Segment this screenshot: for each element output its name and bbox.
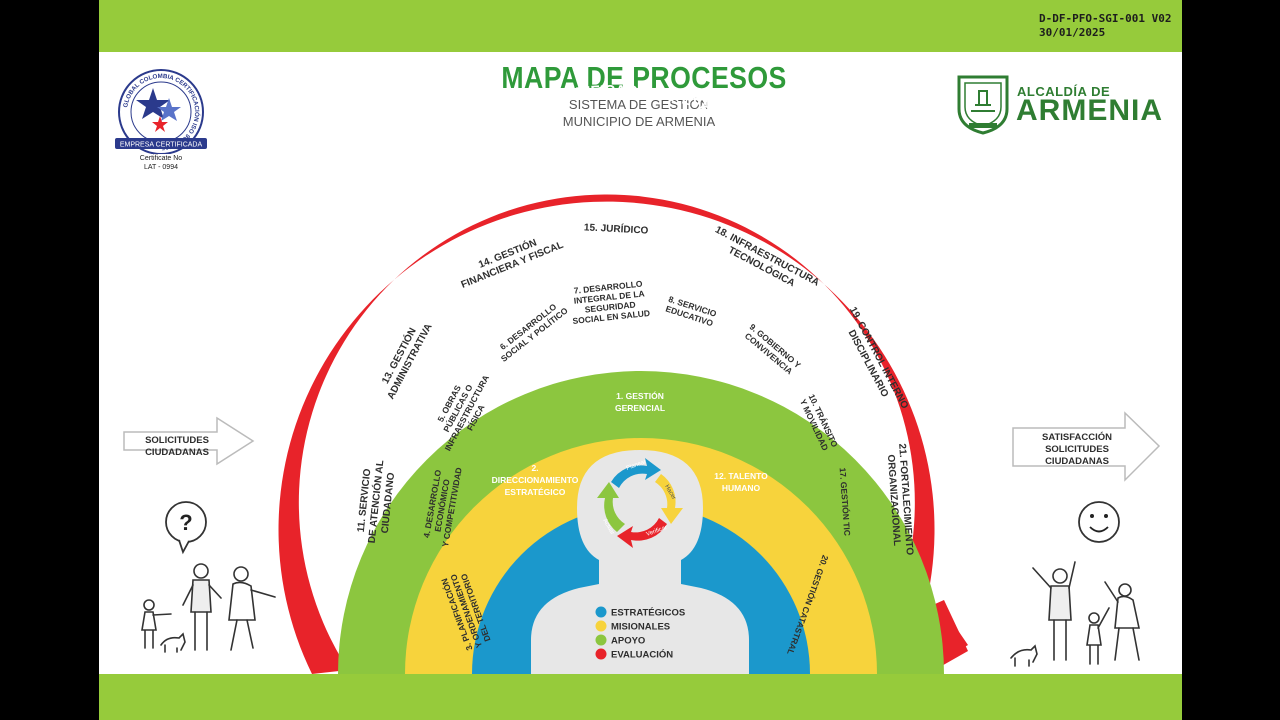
label-gestion-gerencial-1: 1. GESTIÓN	[616, 390, 664, 401]
label-direccionamiento-1: 2.	[531, 463, 538, 473]
legend-label-evaluacion: EVALUACIÓN	[611, 649, 673, 661]
legend-label-apoyo: APOYO	[611, 636, 645, 647]
process-map-slide: D-DF-PFO-SGI-001 V02 30/01/2025 MAPA DE …	[99, 0, 1182, 720]
brand-name: ARMENIA	[1016, 94, 1163, 127]
certification-badge-icon: GLOBAL COLOMBIA CERTIFICACIÓN ISO 9001:2…	[115, 69, 207, 154]
brand-prefix: ALCALDÍA DE	[1017, 84, 1111, 99]
question-mark: ?	[179, 510, 192, 535]
municipal-coat-of-arms-icon	[957, 75, 1009, 135]
label-direccionamiento-3: ESTRATÉGICO	[505, 487, 566, 497]
output-label-2: SOLICITUDES	[1045, 444, 1109, 455]
page-subtitle-municipality: MUNICIPIO DE ARMENIA	[562, 114, 716, 129]
input-label-1: SOLICITUDES	[145, 435, 209, 446]
legend: ESTRATÉGICOS MISIONALES APOYO EVALUACIÓN	[595, 606, 685, 661]
label-gestion-tic: 17. GESTIÓN TIC	[838, 467, 854, 536]
legend-dot-evaluacion	[595, 648, 607, 660]
label-juridico: 15. JURÍDICO	[584, 220, 649, 236]
question-bubble-icon: ?	[165, 501, 207, 555]
page-subtitle-system: SISTEMA DE GESTIÓN	[568, 97, 710, 112]
output-label-1: SATISFACCIÓN	[1042, 431, 1112, 443]
output-arrow-icon	[1012, 411, 1161, 482]
evaluation-label: 16. CONTROL, VERIFICACIÓN Y EVALUACIÓN	[450, 82, 777, 144]
process-map-diagram: 16. CONTROL, VERIFICACIÓN Y EVALUACIÓN P…	[123, 82, 1161, 674]
evaluation-label-text: 16. CONTROL, VERIFICACIÓN Y EVALUACIÓN	[450, 82, 777, 144]
document-date: 30/01/2025	[1039, 26, 1106, 39]
legend-dot-apoyo	[595, 634, 607, 646]
label-talento-humano-1: 12. TALENTO	[714, 471, 768, 481]
legend-dot-estrategicos	[595, 606, 607, 618]
label-talento-humano-2: HUMANO	[722, 483, 761, 493]
smiley-face-icon	[1078, 501, 1120, 543]
certificate-info: Certificate No LAT - 0994	[113, 154, 209, 172]
strategic-labels: 1. GESTIÓN GERENCIAL 2. DIRECCIONAMIENTO…	[492, 390, 769, 497]
page-title: MAPA DE PROCESOS	[501, 60, 787, 95]
label-infraestructura-tecnologica-1: 18. INFRAESTRUCTURA	[713, 224, 821, 288]
certificate-number: LAT - 0994	[144, 164, 178, 171]
label-gestion-gerencial-2: GERENCIAL	[615, 403, 665, 413]
phva-cycle-icon: Planear Hacer Verificar Actuar	[597, 458, 683, 548]
head-silhouette	[531, 450, 749, 674]
top-bar	[99, 0, 1182, 52]
label-direccionamiento-2: DIRECCIONAMIENTO	[492, 475, 579, 485]
certificate-label: Certificate No	[139, 155, 183, 162]
output-label-3: CIUDADANAS	[1045, 456, 1109, 467]
input-label-2: CIUDADANAS	[145, 447, 209, 458]
citizens-family-left-icon	[141, 563, 276, 653]
bottom-bar	[99, 674, 1182, 720]
input-arrow-icon	[123, 416, 255, 466]
citizens-family-right-icon	[1010, 561, 1140, 667]
legend-label-misionales: MISIONALES	[611, 622, 670, 633]
document-code-block: D-DF-PFO-SGI-001 V02 30/01/2025	[1039, 12, 1171, 40]
title-block: MAPA DE PROCESOS SISTEMA DE GESTIÓN MUNI…	[479, 60, 799, 130]
legend-label-estrategicos: ESTRATÉGICOS	[611, 608, 685, 619]
document-code: D-DF-PFO-SGI-001 V02	[1039, 12, 1172, 25]
badge-banner: EMPRESA CERTIFICADA	[120, 142, 203, 149]
legend-dot-misionales	[595, 620, 607, 632]
